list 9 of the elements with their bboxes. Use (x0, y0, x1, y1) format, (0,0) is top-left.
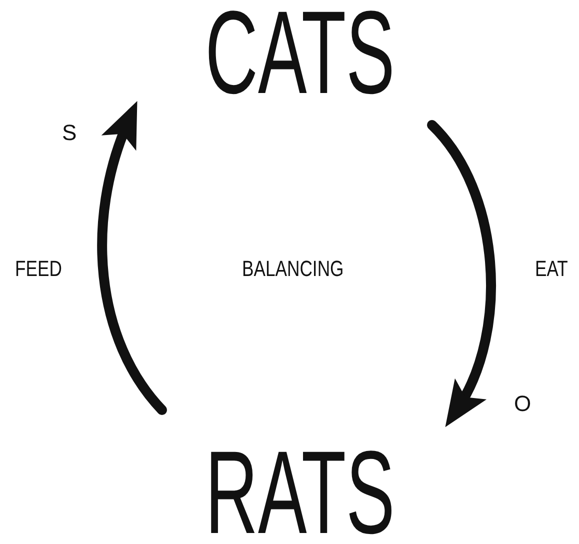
edge-label: FEED (15, 258, 62, 280)
edge-label: EAT (535, 258, 568, 280)
polarity-sign: S (62, 122, 77, 144)
curved-arrow (97, 100, 167, 415)
node-label: CATS (205, 0, 395, 112)
polarity-sign: O (514, 393, 532, 415)
loop-label: BALANCING (242, 258, 344, 280)
node-label: RATS (205, 434, 395, 544)
curved-arrow (427, 120, 496, 428)
